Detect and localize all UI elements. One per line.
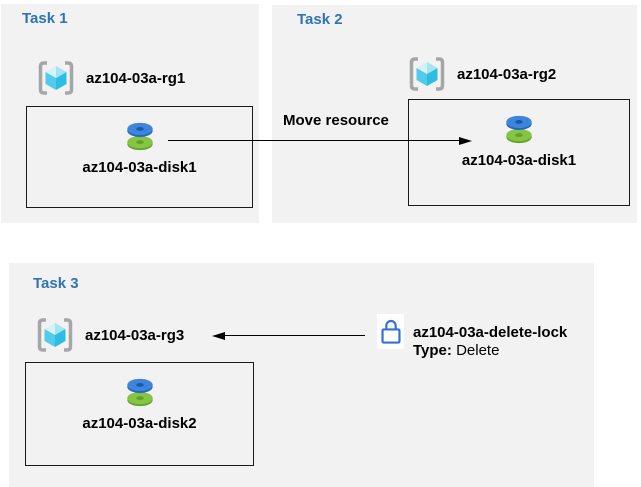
lock-type-label: Type: — [413, 342, 452, 359]
task3-resource-box: az104-03a-disk2 — [25, 362, 254, 466]
disk-icon — [126, 378, 153, 407]
task3-resource-group: az104-03a-rg3 — [35, 315, 184, 355]
task2-resource-box: az104-03a-disk1 — [408, 99, 630, 206]
resource-group-icon — [37, 318, 73, 352]
task3-rg-name: az104-03a-rg3 — [85, 326, 185, 344]
task2-resource-group: az104-03a-rg2 — [407, 54, 556, 94]
task2-rg-name: az104-03a-rg2 — [457, 65, 557, 83]
task1-title: Task 1 — [22, 10, 68, 27]
task2-panel — [272, 5, 637, 223]
lock-type-value: Delete — [456, 342, 500, 359]
move-arrow-line — [168, 140, 460, 141]
lock-arrow-line — [224, 335, 365, 336]
move-resource-label: Move resource — [283, 112, 389, 129]
lock-tile — [377, 314, 404, 349]
lock-arrow-head-icon — [212, 331, 225, 340]
task3-panel — [9, 263, 594, 487]
disk-icon — [126, 122, 153, 151]
lock-type-row: Type: Delete — [413, 342, 567, 360]
task1-panel — [1, 4, 259, 223]
task2-disk-name: az104-03a-disk1 — [461, 152, 577, 169]
task2-title: Task 2 — [297, 11, 343, 28]
task1-disk-name: az104-03a-disk1 — [82, 159, 197, 176]
task1-resource-box: az104-03a-disk1 — [26, 106, 253, 208]
move-arrow-head-icon — [459, 136, 472, 145]
task1-resource-group: az104-03a-rg1 — [36, 58, 185, 98]
lock-icon — [380, 319, 401, 344]
resource-group-icon — [38, 61, 74, 95]
task1-rg-name: az104-03a-rg1 — [86, 69, 186, 87]
task3-title: Task 3 — [33, 275, 79, 292]
lock-annotation: az104-03a-delete-lock Type: Delete — [413, 324, 567, 360]
disk-icon — [506, 115, 532, 144]
lock-name: az104-03a-delete-lock — [413, 324, 568, 341]
task3-disk-name: az104-03a-disk2 — [82, 415, 197, 432]
resource-group-icon — [409, 57, 445, 91]
